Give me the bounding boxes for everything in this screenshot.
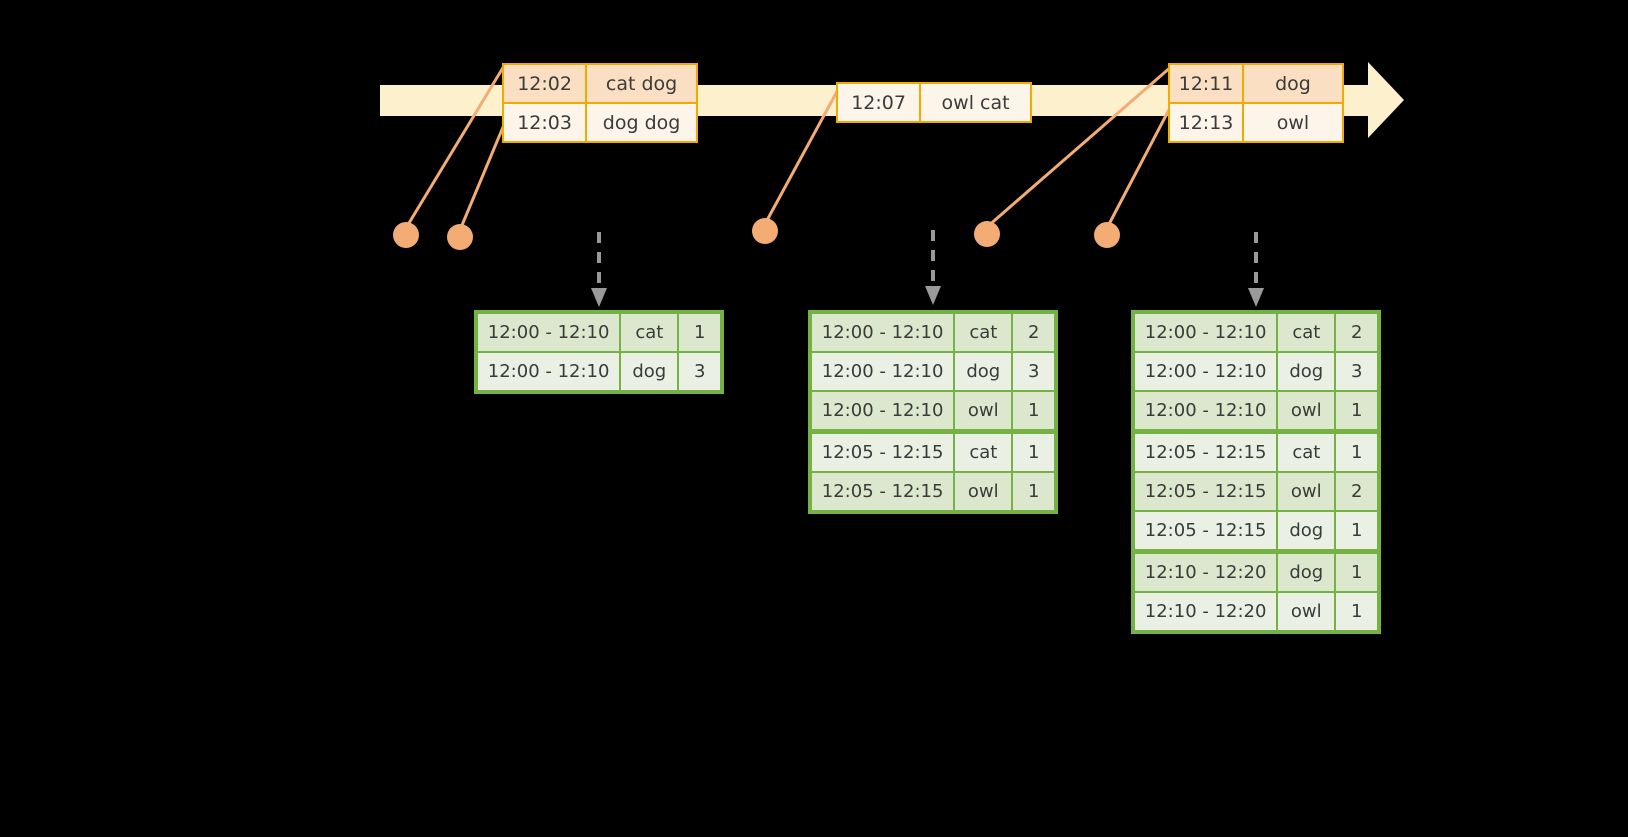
cell-count: 2 bbox=[1336, 314, 1377, 351]
cell-count: 3 bbox=[1013, 353, 1054, 390]
event-time: 12:11 bbox=[1170, 65, 1244, 102]
cell-count: 3 bbox=[679, 353, 720, 390]
event-group-3[interactable]: 12:11 dog 12:13 owl bbox=[1168, 63, 1344, 143]
cell-count: 1 bbox=[679, 314, 720, 351]
connector-line-5 bbox=[1105, 103, 1174, 229]
event-payload: owl cat bbox=[941, 91, 1010, 114]
cell-count: 1 bbox=[1336, 512, 1377, 549]
cell-key: cat bbox=[955, 314, 1014, 351]
flow-arrow-1-icon bbox=[591, 232, 607, 307]
cell-window: 12:05 - 12:15 bbox=[812, 434, 956, 471]
cell-window: 12:10 - 12:20 bbox=[1135, 554, 1279, 591]
cell-key: dog bbox=[955, 353, 1014, 390]
cell-count: 1 bbox=[1013, 473, 1054, 510]
connector-dot-1 bbox=[393, 222, 419, 248]
flow-arrow-3-icon bbox=[1248, 232, 1264, 307]
table-row: 12:00 - 12:10 dog 3 bbox=[478, 353, 720, 390]
cell-window: 12:05 - 12:15 bbox=[1135, 434, 1279, 471]
table-row: 12:00 - 12:10 cat 2 bbox=[812, 314, 1054, 353]
cell-key: cat bbox=[955, 434, 1014, 471]
table-row: 12:00 - 12:10 owl 1 bbox=[812, 392, 1054, 434]
event-payload: owl bbox=[1276, 111, 1310, 134]
event-payload: dog bbox=[1275, 72, 1311, 95]
table-row: 12:00 - 12:10 cat 1 bbox=[478, 314, 720, 353]
event-payload: cat dog bbox=[605, 72, 678, 95]
connector-dot-5 bbox=[1094, 222, 1120, 248]
cell-count: 1 bbox=[1336, 593, 1377, 630]
event-row: 12:03 dog dog bbox=[504, 102, 696, 141]
connector-line-2 bbox=[458, 119, 508, 231]
cell-window: 12:00 - 12:10 bbox=[812, 392, 956, 429]
cell-window: 12:00 - 12:10 bbox=[1135, 353, 1279, 390]
cell-key: cat bbox=[1278, 314, 1337, 351]
cell-count: 1 bbox=[1336, 392, 1377, 429]
table-row: 12:10 - 12:20 owl 1 bbox=[1135, 593, 1377, 630]
cell-key: owl bbox=[955, 392, 1014, 429]
cell-key: owl bbox=[1278, 593, 1337, 630]
connector-dot-3 bbox=[752, 218, 778, 244]
table-row: 12:05 - 12:15 dog 1 bbox=[1135, 512, 1377, 554]
cell-count: 2 bbox=[1013, 314, 1054, 351]
cell-window: 12:05 - 12:15 bbox=[1135, 473, 1279, 510]
cell-key: dog bbox=[1278, 353, 1337, 390]
connector-dot-4 bbox=[974, 221, 1000, 247]
cell-window: 12:05 - 12:15 bbox=[812, 473, 956, 510]
cell-count: 3 bbox=[1336, 353, 1377, 390]
cell-window: 12:10 - 12:20 bbox=[1135, 593, 1279, 630]
result-table-1[interactable]: 12:00 - 12:10 cat 1 12:00 - 12:10 dog 3 bbox=[474, 310, 724, 394]
table-row: 12:00 - 12:10 owl 1 bbox=[1135, 392, 1377, 434]
cell-count: 1 bbox=[1336, 434, 1377, 471]
cell-key: dog bbox=[1278, 512, 1337, 549]
result-table-3[interactable]: 12:00 - 12:10 cat 2 12:00 - 12:10 dog 3 … bbox=[1131, 310, 1381, 634]
cell-count: 2 bbox=[1336, 473, 1377, 510]
cell-key: dog bbox=[1278, 554, 1337, 591]
cell-count: 1 bbox=[1013, 392, 1054, 429]
table-row: 12:05 - 12:15 cat 1 bbox=[812, 434, 1054, 473]
event-row: 12:11 dog bbox=[1170, 65, 1342, 102]
flow-arrow-2-icon bbox=[925, 230, 941, 305]
cell-window: 12:00 - 12:10 bbox=[478, 353, 622, 390]
cell-window: 12:00 - 12:10 bbox=[812, 353, 956, 390]
cell-count: 1 bbox=[1336, 554, 1377, 591]
connector-dot-2 bbox=[447, 224, 473, 250]
table-row: 12:05 - 12:15 owl 2 bbox=[1135, 473, 1377, 512]
cell-window: 12:00 - 12:10 bbox=[1135, 392, 1279, 429]
cell-key: cat bbox=[1278, 434, 1337, 471]
event-row: 12:02 cat dog bbox=[504, 65, 696, 102]
cell-key: owl bbox=[1278, 392, 1337, 429]
event-payload: dog dog bbox=[602, 111, 681, 134]
table-row: 12:00 - 12:10 dog 3 bbox=[1135, 353, 1377, 392]
event-time: 12:02 bbox=[504, 65, 588, 102]
table-row: 12:10 - 12:20 dog 1 bbox=[1135, 554, 1377, 593]
event-time: 12:07 bbox=[838, 84, 922, 121]
event-time: 12:13 bbox=[1170, 104, 1244, 141]
event-group-1[interactable]: 12:02 cat dog 12:03 dog dog bbox=[502, 63, 698, 143]
event-row: 12:07 owl cat bbox=[838, 84, 1030, 121]
event-row: 12:13 owl bbox=[1170, 102, 1342, 141]
result-table-2[interactable]: 12:00 - 12:10 cat 2 12:00 - 12:10 dog 3 … bbox=[808, 310, 1058, 514]
timeline-arrowhead-icon bbox=[1368, 62, 1404, 138]
cell-key: cat bbox=[621, 314, 680, 351]
cell-count: 1 bbox=[1013, 434, 1054, 471]
table-row: 12:00 - 12:10 cat 2 bbox=[1135, 314, 1377, 353]
cell-key: owl bbox=[955, 473, 1014, 510]
cell-window: 12:00 - 12:10 bbox=[1135, 314, 1279, 351]
cell-window: 12:00 - 12:10 bbox=[478, 314, 622, 351]
event-group-2[interactable]: 12:07 owl cat bbox=[836, 82, 1032, 123]
cell-key: dog bbox=[621, 353, 680, 390]
event-time: 12:03 bbox=[504, 104, 588, 141]
cell-key: owl bbox=[1278, 473, 1337, 510]
table-row: 12:00 - 12:10 dog 3 bbox=[812, 353, 1054, 392]
cell-window: 12:00 - 12:10 bbox=[812, 314, 956, 351]
table-row: 12:05 - 12:15 owl 1 bbox=[812, 473, 1054, 510]
table-row: 12:05 - 12:15 cat 1 bbox=[1135, 434, 1377, 473]
cell-window: 12:05 - 12:15 bbox=[1135, 512, 1279, 549]
